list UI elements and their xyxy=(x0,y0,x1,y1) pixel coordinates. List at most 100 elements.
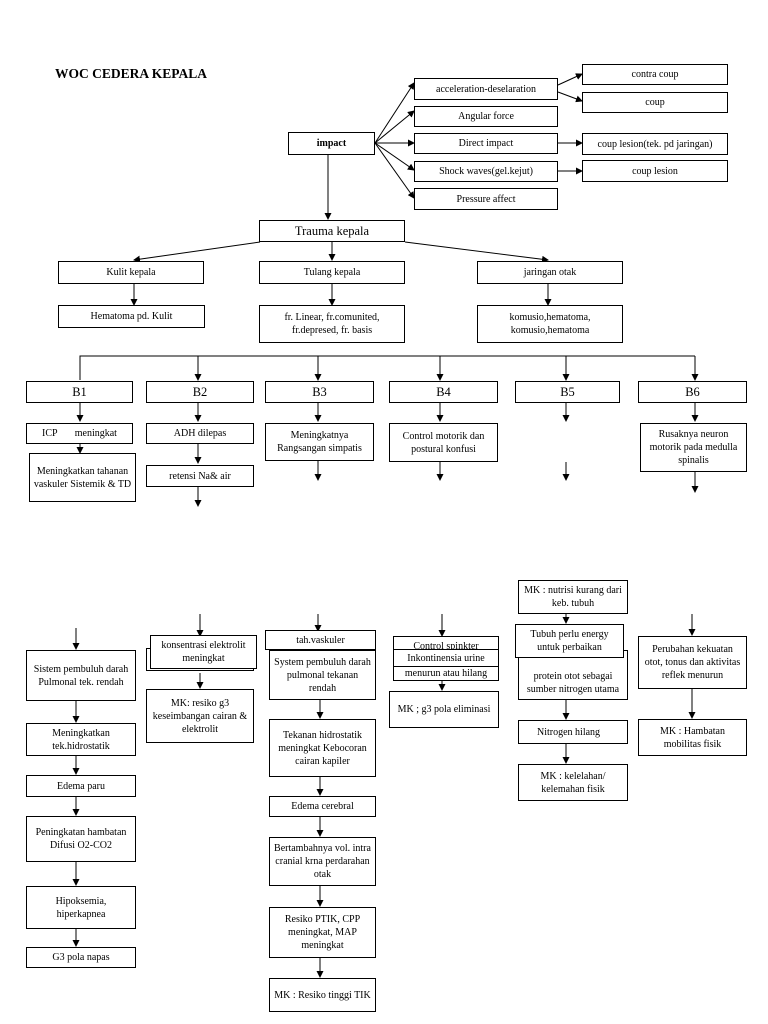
rangsangan-label: Meningkatnya Rangsangan simpatis xyxy=(277,430,362,454)
b4-spinkter-label: Control spinkter xyxy=(413,640,479,652)
b1-hipoksemia-node: Hipoksemia, hiperkapnea xyxy=(26,886,136,929)
neuron-node: Rusaknya neuron motorik pada medulla spi… xyxy=(640,423,747,472)
b1-label: B1 xyxy=(72,384,87,399)
neuron-label: Rusaknya neuron motorik pada medulla spi… xyxy=(649,429,738,466)
b1-pulmonal-node: Sistem pembuluh darah Pulmonal tek. rend… xyxy=(26,650,136,701)
hematoma-label: Hematoma pd. Kulit xyxy=(90,311,173,322)
rangsangan-node: Meningkatnya Rangsangan simpatis xyxy=(265,423,374,461)
b3-edema-node: Edema cerebral xyxy=(269,796,376,817)
b6-mk-node: MK : Hambatan mobilitas fisik xyxy=(638,719,747,756)
pressure-affect-node: Pressure affect xyxy=(414,188,558,210)
impact-label: impact xyxy=(316,138,347,149)
b4-mk-node: MK ; g3 pola eliminasi xyxy=(389,691,499,728)
pressure-affect-label: Pressure affect xyxy=(456,193,516,205)
motorik-node: Control motorik dan postural konfusi xyxy=(389,423,498,462)
b1-hidrostatik-label: Meningkatkan tek.hidrostatik xyxy=(52,727,110,752)
b2-mk-label: MK: resiko g3 keseimbangan cairan & elek… xyxy=(152,697,248,735)
adh-label: ADH dilepas xyxy=(173,428,227,439)
b1-edema-label: Edema paru xyxy=(56,780,106,792)
b3-ptik-label: Resiko PTIK, CPP meningkat, MAP meningka… xyxy=(284,914,361,951)
b3-hidrostatik-label: Tekanan hidrostatik meningkat Kebocoran … xyxy=(278,729,367,767)
b5-label: B5 xyxy=(560,384,575,399)
b4-inkontinensia-node: Inkontinensia urine xyxy=(393,649,499,667)
vaskuler-label: Meningkatkan tahanan vaskuler Sistemik &… xyxy=(33,465,132,490)
coup-lesion-tek-node: coup lesion(tek. pd jaringan) xyxy=(582,133,728,155)
b5-kelelahan-node: MK : kelelahan/ kelemahan fisik xyxy=(518,764,628,801)
b3-pulmonal-label: System pembuluh darah pulmonal tekanan r… xyxy=(274,656,371,694)
b1-pulmonal-label: Sistem pembuluh darah Pulmonal tek. rend… xyxy=(33,663,129,688)
coup-label: coup xyxy=(645,97,665,108)
coup-lesion-label: coup lesion xyxy=(632,165,678,177)
b5-tubuh-label: Tubuh perlu energy untuk perbaikan xyxy=(530,629,609,653)
b5-kelelahan-label: MK : kelelahan/ kelemahan fisik xyxy=(540,770,606,795)
b3-tah-label: tah.vaskuler xyxy=(296,634,345,646)
b2-node: B2 xyxy=(146,381,254,403)
b3-pulmonal-node: System pembuluh darah pulmonal tekanan r… xyxy=(269,650,376,700)
jaringan-otak-label: jaringan otak xyxy=(523,267,577,278)
trauma-kepala-node: Trauma kepala xyxy=(259,220,405,242)
b4-label: B4 xyxy=(436,384,451,399)
kulit-kepala-label: Kulit kepala xyxy=(106,267,156,278)
trauma-kepala-label: Trauma kepala xyxy=(294,223,370,238)
retensi-label: retensi Na& air xyxy=(169,470,231,482)
b3-hidrostatik-node: Tekanan hidrostatik meningkat Kebocoran … xyxy=(269,719,376,777)
kulit-kepala-node: Kulit kepala xyxy=(58,261,204,284)
b3-label: B3 xyxy=(312,384,327,399)
b4-node: B4 xyxy=(389,381,498,403)
b4-behind-label: menurun atau hilang xyxy=(404,668,488,679)
impact-node: impact xyxy=(288,132,375,155)
accel-node: acceleration-deselaration xyxy=(414,78,558,100)
b5-nutrisi-node: MK : nutrisi kurang dari keb. tubuh xyxy=(518,580,628,614)
coup-node: coup xyxy=(582,92,728,113)
b2-mk-node: MK: resiko g3 keseimbangan cairan & elek… xyxy=(146,689,254,743)
b5-nutrisi-label: MK : nutrisi kurang dari keb. tubuh xyxy=(524,585,622,609)
accel-label: acceleration-deselaration xyxy=(436,83,536,95)
b3-tah-node: tah.vaskuler xyxy=(265,630,376,650)
coup-lesion-tek-label: coup lesion(tek. pd jaringan) xyxy=(597,138,713,150)
shock-waves-node: Shock waves(gel.kejut) xyxy=(414,161,558,182)
fraktur-label: fr. Linear, fr.comunited, fr.depresed, f… xyxy=(284,312,380,336)
b3-ptik-node: Resiko PTIK, CPP meningkat, MAP meningka… xyxy=(269,907,376,958)
b1-edema-node: Edema paru xyxy=(26,775,136,797)
b5-protein-node: protein otot sebagai sumber nitrogen uta… xyxy=(518,650,628,700)
b4-inkontinensia-label: Inkontinensia urine xyxy=(407,652,485,664)
jaringan-otak-node: jaringan otak xyxy=(477,261,623,284)
b6-perubahan-label: Perubahan kekuatan otot, tonus dan aktiv… xyxy=(644,644,741,681)
b3-volume-node: Bertambahnya vol. intra cranial krna per… xyxy=(269,837,376,886)
b1-difusi-label: Peningkatan hambatan Difusi O2-CO2 xyxy=(35,827,127,851)
b3-mk-label: MK : Resiko tinggi TIK xyxy=(274,989,371,1001)
direct-impact-label: Direct impact xyxy=(458,138,514,149)
b1-hidrostatik-node: Meningkatkan tek.hidrostatik xyxy=(26,723,136,756)
b3-volume-label: Bertambahnya vol. intra cranial krna per… xyxy=(274,843,371,880)
b4-behind-node: menurun atau hilang xyxy=(393,666,499,681)
b1-node: B1 xyxy=(26,381,133,403)
b3-node: B3 xyxy=(265,381,374,403)
b5-nitrogen-label: Nitrogen hilang xyxy=(537,726,601,738)
vaskuler-node: Meningkatkan tahanan vaskuler Sistemik &… xyxy=(29,453,136,502)
direct-impact-node: Direct impact xyxy=(414,133,558,154)
b2-konsentrasi-label: konsentrasi elektrolit meningkat xyxy=(161,640,246,664)
b5-nitrogen-node: Nitrogen hilang xyxy=(518,720,628,744)
angular-node: Angular force xyxy=(414,106,558,127)
icp-node: ICP meningkat xyxy=(26,423,133,444)
motorik-label: Control motorik dan postural konfusi xyxy=(402,430,485,455)
tulang-kepala-node: Tulang kepala xyxy=(259,261,405,284)
hematoma-node: Hematoma pd. Kulit xyxy=(58,305,205,328)
b1-pola-napas-label: G3 pola napas xyxy=(52,952,110,963)
fraktur-node: fr. Linear, fr.comunited, fr.depresed, f… xyxy=(259,305,405,343)
tulang-kepala-label: Tulang kepala xyxy=(303,267,361,278)
b5-protein-label: protein otot sebagai sumber nitrogen uta… xyxy=(526,671,620,695)
b3-edema-label: Edema cerebral xyxy=(291,801,354,812)
b4-mk-label: MK ; g3 pola eliminasi xyxy=(397,704,491,715)
b6-perubahan-node: Perubahan kekuatan otot, tonus dan aktiv… xyxy=(638,636,747,689)
angular-label: Angular force xyxy=(458,111,514,122)
b6-label: B6 xyxy=(685,384,700,399)
b1-pola-napas-node: G3 pola napas xyxy=(26,947,136,968)
komusio-node: komusio,hematoma, komusio,hematoma xyxy=(477,305,623,343)
b3-mk-node: MK : Resiko tinggi TIK xyxy=(269,978,376,1012)
diagram-title: WOC CEDERA KEPALA xyxy=(55,66,208,81)
icp-label: ICP meningkat xyxy=(42,428,117,439)
b6-node: B6 xyxy=(638,381,747,403)
coup-lesion-node: coup lesion xyxy=(582,160,728,182)
